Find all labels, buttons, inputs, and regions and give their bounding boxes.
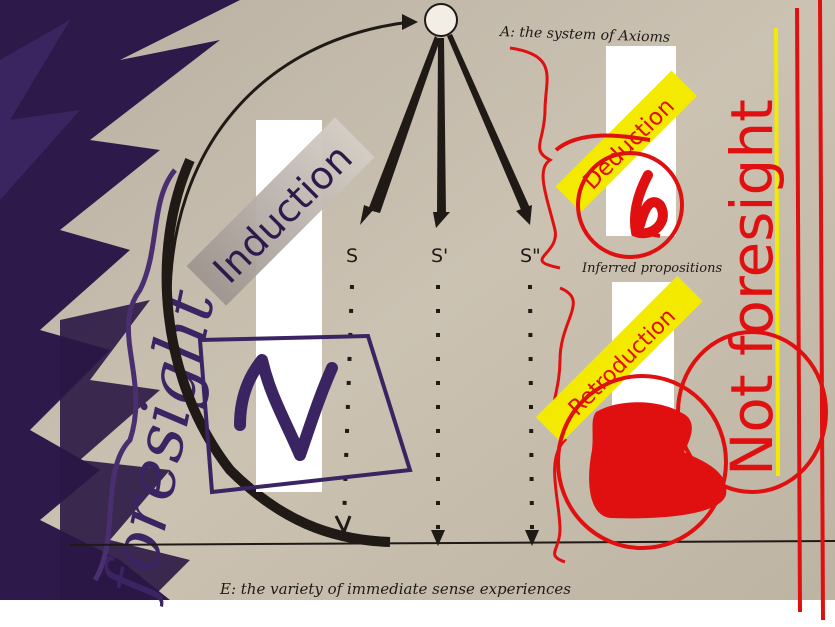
bottom-margin (0, 600, 835, 627)
not-foresight-text: Not foresight (718, 99, 786, 476)
label-s: S (346, 245, 358, 267)
caption-sense-experiences: E: the variety of immediate sense experi… (219, 580, 571, 598)
axiom-circle (425, 4, 457, 36)
caption-inferred: Inferred propositions (581, 261, 723, 276)
label-s-prime: S' (431, 245, 448, 267)
label-s-double-prime: S" (520, 245, 541, 267)
